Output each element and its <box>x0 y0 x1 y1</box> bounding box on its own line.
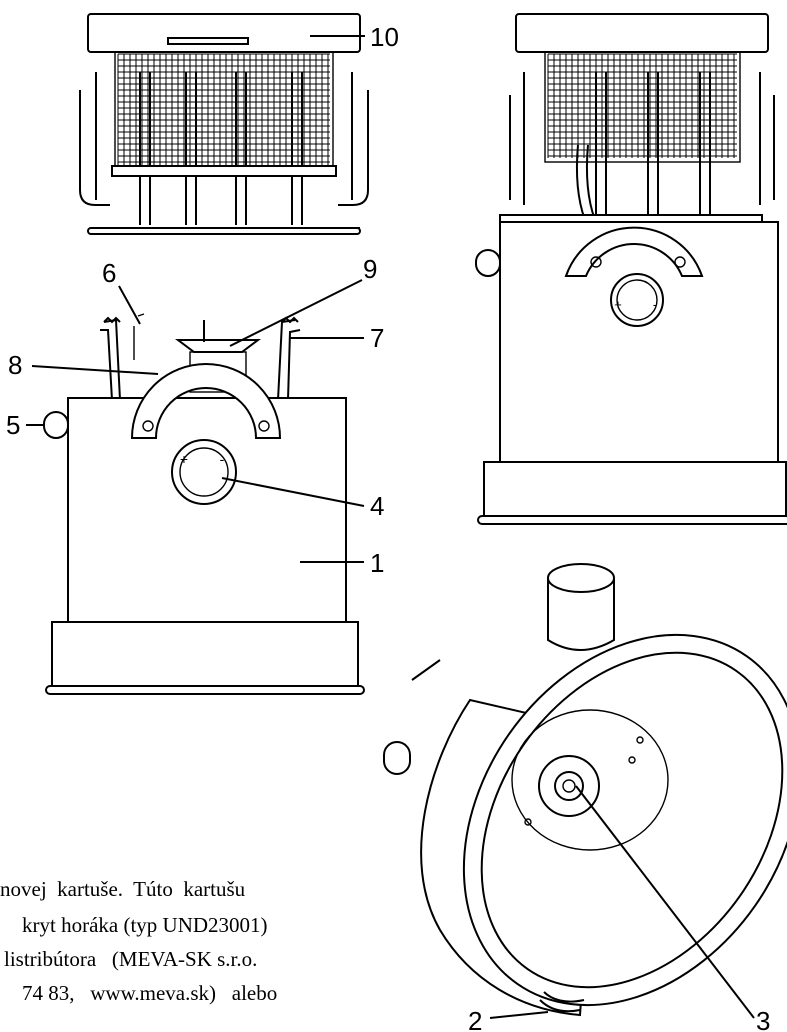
knob-minus-sign: - <box>220 451 225 467</box>
burner-head-assembly <box>79 13 369 235</box>
callout-1: 1 <box>370 548 384 578</box>
paragraph-line-3: listribútora (MEVA-SK s.r.o. <box>4 947 257 971</box>
assembled-heater <box>475 13 787 525</box>
callout-10: 10 <box>370 22 399 52</box>
knob-plus-sign: + <box>180 451 188 467</box>
cropped-paragraph: novej kartuše. Túto kartušu kryt horáka … <box>0 877 277 1005</box>
callout-3: 3 <box>756 1006 770 1032</box>
callout-8: 8 <box>8 350 22 380</box>
callout-5: 5 <box>6 410 20 440</box>
callout-7: 7 <box>370 323 384 353</box>
callout-2: 2 <box>468 1006 482 1032</box>
underside-view <box>383 563 787 1017</box>
paragraph-line-1: novej kartuše. Túto kartušu <box>0 877 246 901</box>
callout-6: 6 <box>102 258 116 288</box>
leader-lines <box>26 35 755 1019</box>
paragraph-line-4: 74 83, www.meva.sk) alebo <box>22 981 277 1005</box>
heater-base <box>43 313 365 695</box>
callout-4: 4 <box>370 491 384 521</box>
callout-9: 9 <box>363 254 377 284</box>
knob-plus-sign-right: + <box>614 297 622 312</box>
paragraph-line-2: kryt horáka (typ UND23001) <box>22 913 268 937</box>
knob-minus-sign-right: - <box>653 297 657 312</box>
